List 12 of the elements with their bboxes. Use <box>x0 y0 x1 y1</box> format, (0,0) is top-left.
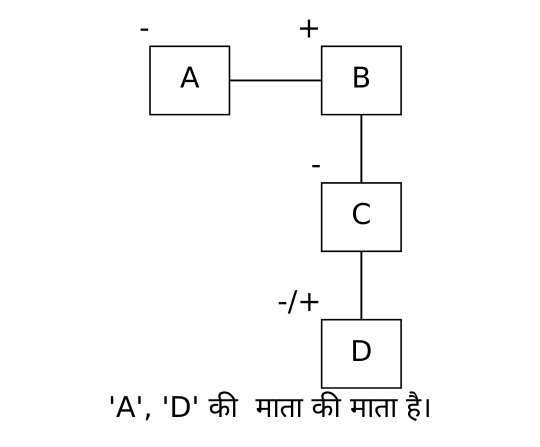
node-label: - <box>310 147 322 182</box>
connector <box>360 252 362 320</box>
caption: 'A', 'D' की माता की माता है। <box>108 390 432 424</box>
node-box: A <box>149 46 230 116</box>
node-box: C <box>320 182 402 252</box>
node-label: -/+ <box>277 284 322 318</box>
connector <box>230 80 322 82</box>
node-box: D <box>320 318 402 389</box>
connector <box>360 115 362 183</box>
node-label: - <box>139 10 150 44</box>
node-box: B <box>320 46 402 116</box>
node-label: + <box>296 10 321 44</box>
